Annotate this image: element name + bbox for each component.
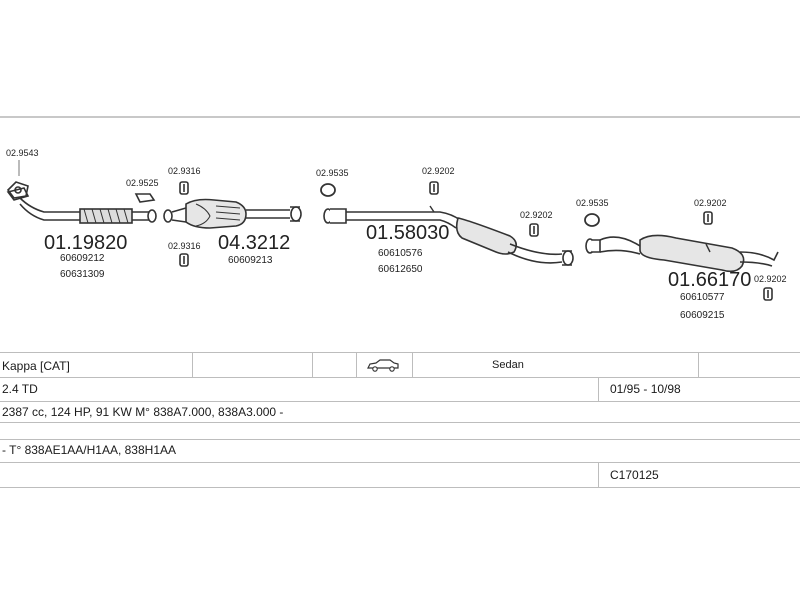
rubber-mount-icon <box>429 181 439 195</box>
seal-ring-icon <box>320 183 336 197</box>
centre-silencer-pipe <box>323 208 574 266</box>
rubber-mount-icon <box>703 211 713 225</box>
part-2-code: 04.3212 <box>218 232 290 254</box>
rear-silencer <box>585 234 779 273</box>
part-1-code: 01.19820 <box>44 232 127 254</box>
spec-row-engine: 2.4 TD 01/95 - 10/98 <box>0 377 800 402</box>
part-2-ref-1: 60609213 <box>228 255 273 266</box>
part-1-ref-2: 60631309 <box>60 269 105 280</box>
gasket-icon <box>6 181 29 199</box>
fitting-4-code: 02.9316 <box>168 241 201 251</box>
vehicle-types: - T° 838AE1AA/H1AA, 838H1AA <box>2 443 177 457</box>
fitting-10-code: 02.9202 <box>754 274 787 284</box>
part-4-ref-1: 60610577 <box>680 292 725 303</box>
fitting-6-code: 02.9202 <box>422 166 455 176</box>
sedan-car-icon <box>366 357 400 377</box>
part-3-code: 01.58030 <box>366 222 449 244</box>
vehicle-spec: 2387 cc, 124 HP, 91 KW M° 838A7.000, 838… <box>2 405 284 419</box>
rubber-mount-icon <box>763 287 773 301</box>
fitting-5-code: 02.9535 <box>316 168 349 178</box>
part-3-ref-2: 60612650 <box>378 264 423 275</box>
spec-row-catalog: C170125 <box>0 463 800 488</box>
vehicle-years: 01/95 - 10/98 <box>610 382 681 396</box>
part-4-ref-2: 60609215 <box>680 310 725 321</box>
fitting-9-code: 02.9202 <box>694 198 727 208</box>
fitting-7-code: 02.9202 <box>520 210 553 220</box>
flange-gasket-icon <box>134 193 156 203</box>
fitting-8-code: 02.9535 <box>576 198 609 208</box>
part-3-ref-1: 60610576 <box>378 248 423 259</box>
fitting-2-code: 02.9525 <box>126 178 159 188</box>
spec-row-types: - T° 838AE1AA/H1AA, 838H1AA <box>0 440 800 463</box>
front-pipe <box>6 187 157 224</box>
rubber-mount-icon <box>179 181 189 195</box>
spec-row-model: Kappa [CAT] Sedan <box>0 352 800 378</box>
exhaust-system-diagram: 01.19820 60609212 60631309 02.9543 02.95… <box>0 116 800 321</box>
part-1-ref-1: 60609212 <box>60 253 105 264</box>
vehicle-model: Kappa [CAT] <box>2 359 70 373</box>
rubber-mount-icon <box>179 253 189 267</box>
catalog-code: C170125 <box>610 468 659 482</box>
rubber-mount-icon <box>529 223 539 237</box>
catalytic-converter <box>163 198 302 229</box>
spec-row-details: 2387 cc, 124 HP, 91 KW M° 838A7.000, 838… <box>0 402 800 423</box>
vehicle-engine: 2.4 TD <box>2 382 38 396</box>
seal-ring-icon <box>584 213 600 227</box>
spec-row-blank <box>0 423 800 440</box>
part-4-code: 01.66170 <box>668 269 751 291</box>
fitting-1-code: 02.9543 <box>6 148 39 158</box>
vehicle-body: Sedan <box>492 359 524 371</box>
fitting-3-code: 02.9316 <box>168 166 201 176</box>
